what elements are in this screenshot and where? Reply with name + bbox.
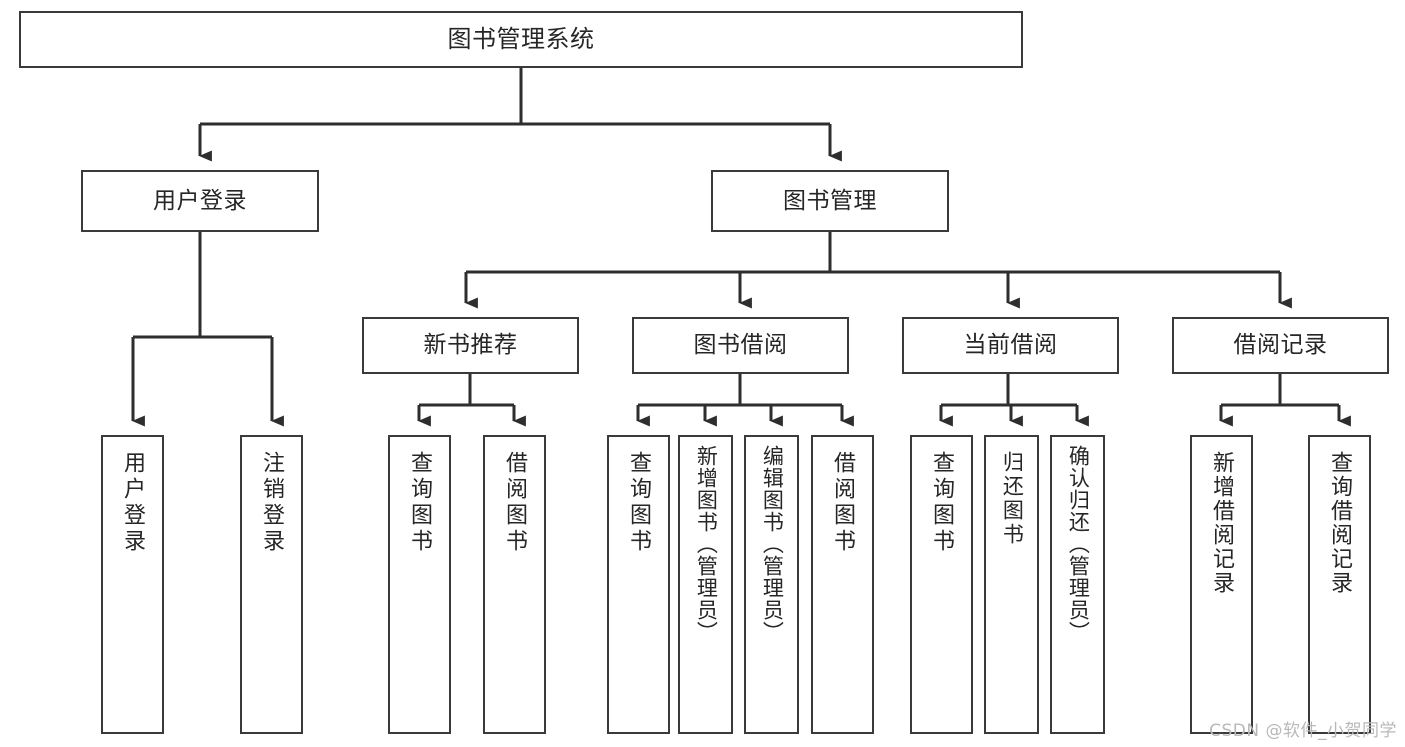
node-leaf-query-record-label: 查询借阅记录	[1327, 451, 1353, 595]
node-root[interactable]: 图书管理系统	[19, 11, 1023, 68]
watermark: CSDN @软件_小贺同学	[1209, 721, 1397, 741]
node-new-book-rec[interactable]: 新书推荐	[362, 317, 579, 374]
node-user-login[interactable]: 用户登录	[81, 170, 319, 232]
node-leaf-query-book-3[interactable]: 查询图书	[910, 435, 973, 734]
node-new-book-rec-label: 新书推荐	[423, 332, 518, 359]
node-book-borrow-label: 图书借阅	[693, 332, 788, 359]
node-leaf-user-login-label: 用户登录	[120, 451, 146, 555]
node-leaf-add-record-label: 新增借阅记录	[1209, 451, 1235, 595]
node-leaf-confirm-return[interactable]: 确认归还（管理员）	[1050, 435, 1105, 734]
node-leaf-borrow-book-2[interactable]: 借阅图书	[811, 435, 874, 734]
node-leaf-edit-book-label: 编辑图书（管理员）	[760, 445, 785, 643]
node-leaf-user-login[interactable]: 用户登录	[101, 435, 164, 734]
node-leaf-query-book-3-label: 查询图书	[929, 451, 955, 555]
node-root-label: 图书管理系统	[447, 24, 595, 53]
node-leaf-confirm-return-label: 确认归还（管理员）	[1066, 445, 1091, 643]
node-borrow-record[interactable]: 借阅记录	[1172, 317, 1389, 374]
node-leaf-query-record[interactable]: 查询借阅记录	[1308, 435, 1371, 734]
node-book-manage-label: 图书管理	[783, 187, 877, 214]
node-leaf-borrow-book-1-label: 借阅图书	[502, 451, 528, 555]
node-leaf-user-logout-label: 注销登录	[259, 451, 285, 555]
node-leaf-return-book[interactable]: 归还图书	[984, 435, 1039, 734]
node-user-login-label: 用户登录	[153, 187, 247, 214]
node-leaf-query-book-1-label: 查询图书	[407, 451, 433, 555]
node-current-borrow-label: 当前借阅	[963, 332, 1058, 359]
node-leaf-query-book-2[interactable]: 查询图书	[607, 435, 670, 734]
node-leaf-add-record[interactable]: 新增借阅记录	[1190, 435, 1253, 734]
node-leaf-borrow-book-1[interactable]: 借阅图书	[483, 435, 546, 734]
node-leaf-add-book-label: 新增图书（管理员）	[694, 445, 719, 643]
node-book-borrow[interactable]: 图书借阅	[632, 317, 849, 374]
node-leaf-query-book-1[interactable]: 查询图书	[388, 435, 451, 734]
node-book-manage[interactable]: 图书管理	[711, 170, 949, 232]
node-borrow-record-label: 借阅记录	[1233, 332, 1328, 359]
node-leaf-edit-book[interactable]: 编辑图书（管理员）	[744, 435, 799, 734]
node-leaf-return-book-label: 归还图书	[1000, 451, 1025, 547]
node-leaf-query-book-2-label: 查询图书	[626, 451, 652, 555]
node-leaf-add-book[interactable]: 新增图书（管理员）	[678, 435, 733, 734]
node-leaf-borrow-book-2-label: 借阅图书	[830, 451, 856, 555]
node-leaf-user-logout[interactable]: 注销登录	[240, 435, 303, 734]
node-current-borrow[interactable]: 当前借阅	[902, 317, 1119, 374]
